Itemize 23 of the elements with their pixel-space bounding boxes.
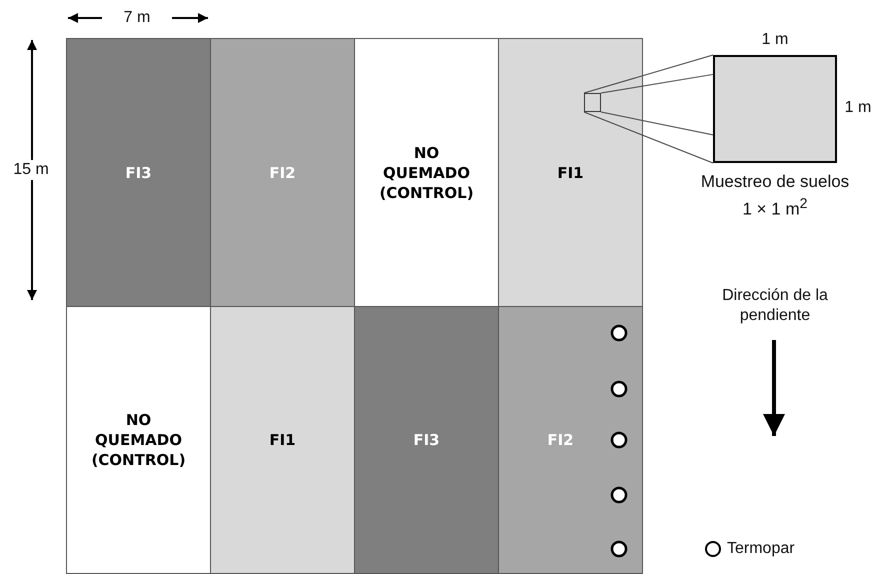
- plot-label: FI1: [557, 162, 584, 182]
- legend-label: Termopar: [727, 539, 795, 559]
- sample-label: Muestreo de suelos 1 × 1 m$^{2}$: [700, 171, 850, 221]
- plot-label: FI3: [125, 162, 152, 182]
- plot-cell: [210, 38, 355, 307]
- plot-cell: [210, 306, 355, 574]
- plot-cell: [498, 306, 643, 574]
- dimension-label: 1 m: [760, 30, 790, 50]
- direction-label: Dirección de la pendiente: [721, 286, 829, 326]
- plot-cell: [498, 38, 643, 307]
- plot-label: FI2: [269, 162, 296, 182]
- plot-cell: [66, 38, 211, 307]
- sample-square: [713, 55, 837, 163]
- plot-label: FI2: [547, 430, 574, 450]
- plot-label: NO QUEMADO (CONTROL): [378, 142, 475, 202]
- plot-label: FI1: [269, 430, 296, 450]
- plot-label: FI3: [413, 430, 440, 450]
- plot-cell: [354, 306, 499, 574]
- zoom-line: [584, 54, 714, 164]
- dimension-label: 1 m: [844, 98, 872, 118]
- plot-label: NO QUEMADO (CONTROL): [90, 410, 187, 470]
- sample-square: [584, 93, 601, 112]
- plot-cell: [66, 306, 211, 574]
